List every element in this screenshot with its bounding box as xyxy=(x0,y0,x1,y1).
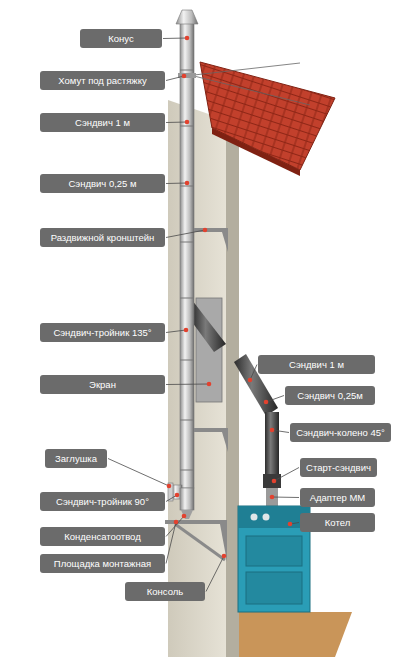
callout-label: Котел xyxy=(325,513,350,532)
leader-line xyxy=(108,459,169,487)
pipe-joints xyxy=(180,70,194,470)
callout-label: Адаптер ММ xyxy=(310,488,366,507)
boiler-dial xyxy=(251,514,258,521)
leader-dot xyxy=(248,378,253,383)
leader-line xyxy=(274,468,299,482)
boiler-door xyxy=(246,572,302,604)
leader-dot xyxy=(185,181,190,186)
leader-line xyxy=(166,183,187,185)
callout-box: Адаптер ММ xyxy=(300,488,375,507)
leader-dot xyxy=(167,484,172,489)
callout-label: Старт-сэндвич xyxy=(306,458,371,477)
callout-box: Сэндвич 1 м xyxy=(40,113,165,132)
callout-box: Конус xyxy=(80,29,162,48)
boiler-dial xyxy=(263,514,270,521)
callout-label: Сэндвич 1 м xyxy=(75,113,130,132)
leader-line xyxy=(166,522,176,564)
callout-label: Сэндвич 0,25м xyxy=(297,386,362,405)
leader-dot xyxy=(207,382,212,387)
callout-box: Котел xyxy=(300,513,375,532)
leader-dot xyxy=(185,120,190,125)
leader-dot xyxy=(264,400,269,405)
leader-line xyxy=(206,556,224,592)
leader-dot xyxy=(174,520,179,525)
leader-dot xyxy=(184,328,189,333)
leader-line xyxy=(166,384,209,386)
boiler-door xyxy=(246,536,302,566)
leader-dot xyxy=(270,428,275,433)
condensate xyxy=(181,510,193,519)
callout-label: Сэндвич 0,25 м xyxy=(68,174,136,193)
callout-label: Сэндвич-тройник 135° xyxy=(53,323,151,342)
start-sandwich xyxy=(263,474,281,488)
leader-line xyxy=(266,396,284,403)
leader-dot xyxy=(182,514,187,519)
callout-box: Старт-сэндвич xyxy=(300,458,377,477)
leader-line xyxy=(166,230,205,238)
callout-label: Хомут под растяжку xyxy=(58,71,146,90)
callout-box: Площадка монтажная xyxy=(40,554,165,573)
callout-box: Консоль xyxy=(125,582,205,601)
leader-dot xyxy=(222,554,227,559)
callout-label: Сэндвич 1 м xyxy=(289,355,344,374)
callout-box: Сэндвич-тройник 135° xyxy=(40,323,165,342)
callout-box: Сэндвич-колено 45° xyxy=(290,423,391,442)
leader-line xyxy=(166,76,184,81)
callout-box: Экран xyxy=(40,375,165,394)
wall-side xyxy=(226,114,239,657)
platform xyxy=(165,520,227,524)
console-brace xyxy=(175,524,225,560)
chimney-pipe xyxy=(180,22,194,488)
leader-dot xyxy=(175,493,180,498)
callout-box: Хомут под растяжку xyxy=(40,71,165,90)
roof-edge xyxy=(212,128,300,176)
callout-label: Площадка монтажная xyxy=(54,554,151,573)
callout-box: Конденсатоотвод xyxy=(40,527,165,546)
callout-label: Консоль xyxy=(147,582,184,601)
leader-dot xyxy=(182,74,187,79)
leader-line xyxy=(163,38,187,40)
callout-label: Сэндвич-колено 45° xyxy=(296,423,385,442)
leader-line xyxy=(166,330,186,333)
cone xyxy=(176,10,198,24)
leader-dot xyxy=(270,495,275,500)
callout-box: Заглушка xyxy=(45,449,107,468)
callout-label: Конденсатоотвод xyxy=(64,527,140,546)
callout-box: Сэндвич 0,25м xyxy=(285,386,375,405)
leader-dot xyxy=(288,522,293,527)
leader-line xyxy=(250,365,257,381)
tee-branch xyxy=(192,300,226,352)
callout-box: Раздвижной кронштейн xyxy=(40,228,165,247)
tee-90-body xyxy=(180,488,194,510)
guy-wire xyxy=(194,63,300,75)
callout-label: Заглушка xyxy=(55,449,97,468)
roof xyxy=(200,62,335,170)
leader-line xyxy=(272,497,299,499)
leader-line xyxy=(272,430,289,433)
clamp xyxy=(178,73,196,78)
callout-box: Сэндвич 0,25 м xyxy=(40,174,165,193)
boiler-pipe-vertical xyxy=(265,412,279,474)
guy-wire xyxy=(194,76,310,105)
leader-dot xyxy=(272,479,277,484)
wall-bracket xyxy=(194,228,228,452)
callout-box: Сэндвич-тройник 90° xyxy=(40,492,165,511)
callout-label: Экран xyxy=(89,375,116,394)
callout-label: Конус xyxy=(108,29,133,48)
callout-box: Сэндвич 1 м xyxy=(258,355,375,374)
leader-line xyxy=(166,122,187,124)
callout-label: Сэндвич-тройник 90° xyxy=(56,492,149,511)
leader-dot xyxy=(203,228,208,233)
callout-label: Раздвижной кронштейн xyxy=(51,228,155,247)
leader-dot xyxy=(185,36,190,41)
